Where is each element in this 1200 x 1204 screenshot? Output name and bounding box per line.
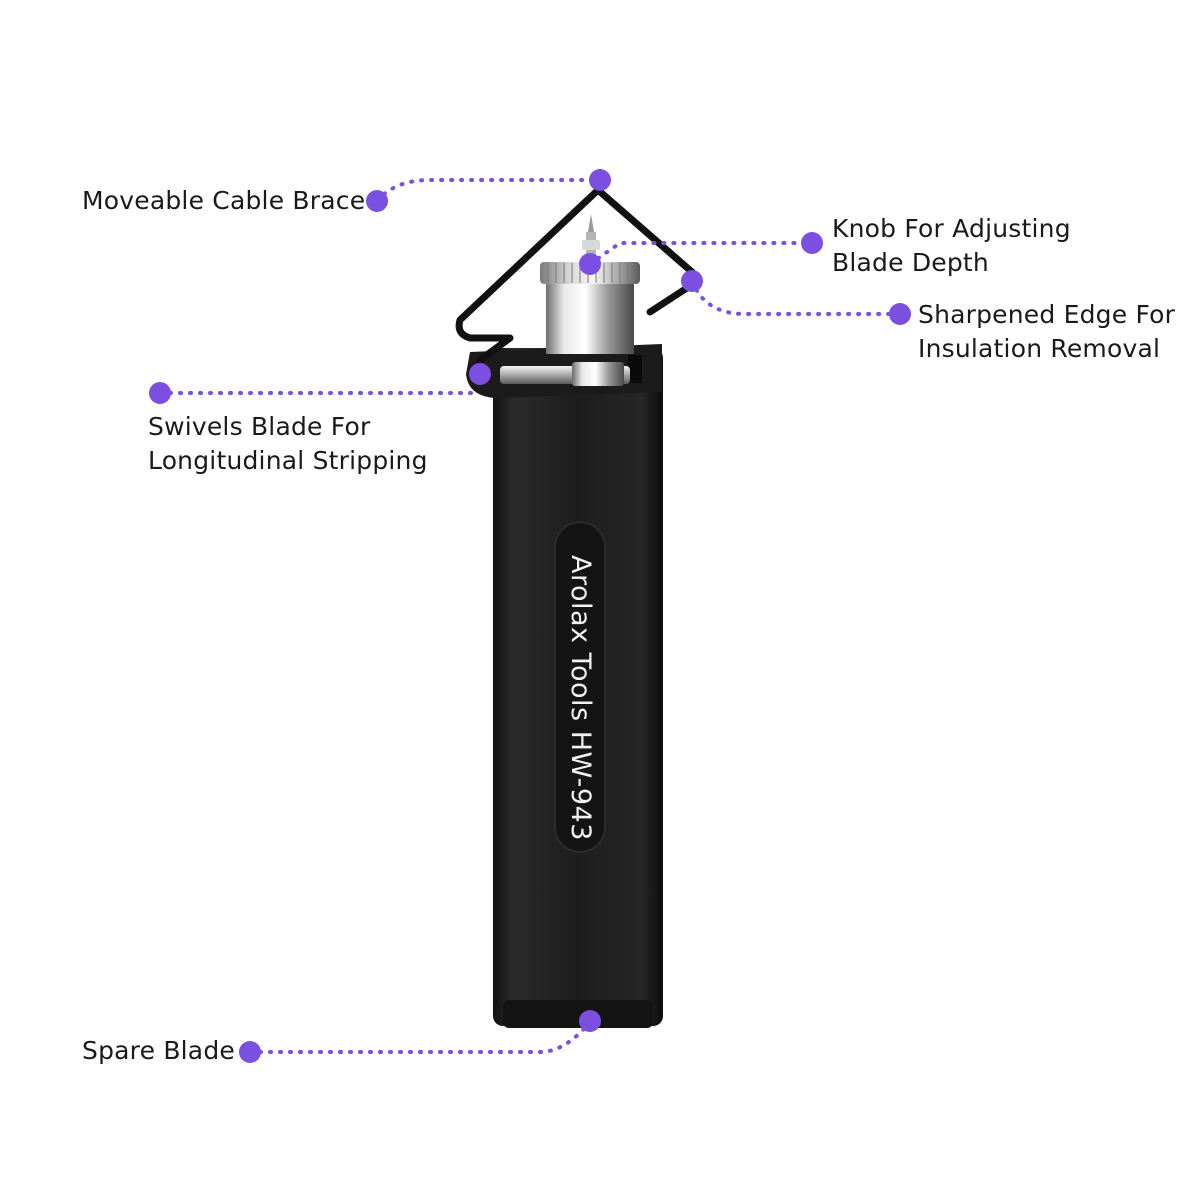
engraving-text: Arolax Tools HW-943 (565, 555, 596, 841)
callout-swivel-blade: Swivels Blade For Longitudinal Stripping (148, 410, 428, 478)
callout-knob-line-1: Knob For Adjusting (832, 214, 1071, 243)
dot-spare-target (579, 1010, 601, 1032)
leader-sharpened-edge (690, 279, 900, 316)
callout-edge-line-1: Sharpened Edge For (918, 300, 1176, 329)
dot-cable-brace-target (589, 169, 611, 191)
callout-spare-line-1: Spare Blade (82, 1036, 235, 1065)
callout-blade-depth-knob: Knob For Adjusting Blade Depth (832, 212, 1071, 280)
engraving-plate: Arolax Tools HW-943 (554, 521, 606, 853)
dot-swivel-target (469, 363, 491, 385)
callout-sharpened-edge: Sharpened Edge For Insulation Removal (918, 298, 1175, 366)
dot-knob-target (579, 253, 601, 275)
leader-cable-brace (375, 178, 600, 203)
callout-cable-brace: Moveable Cable Brace (82, 184, 365, 218)
dot-knob-label (801, 232, 823, 254)
callout-cable-brace-line-1: Moveable Cable Brace (82, 186, 366, 215)
dot-spare-label (239, 1041, 261, 1063)
callout-edge-line-2: Insulation Removal (918, 334, 1161, 363)
dot-edge-label (889, 303, 911, 325)
callout-spare-blade: Spare Blade (82, 1034, 235, 1068)
swivel-pin (500, 362, 630, 386)
callout-swivel-line-1: Swivels Blade For (148, 412, 371, 441)
leader-blade-depth-knob (588, 241, 812, 266)
callout-swivel-line-2: Longitudinal Stripping (148, 446, 428, 475)
dot-edge-target (681, 270, 703, 292)
callout-knob-line-2: Blade Depth (832, 248, 989, 277)
dot-swivel-label (149, 382, 171, 404)
dot-cable-brace-label (366, 190, 388, 212)
callout-dots (149, 169, 911, 1063)
